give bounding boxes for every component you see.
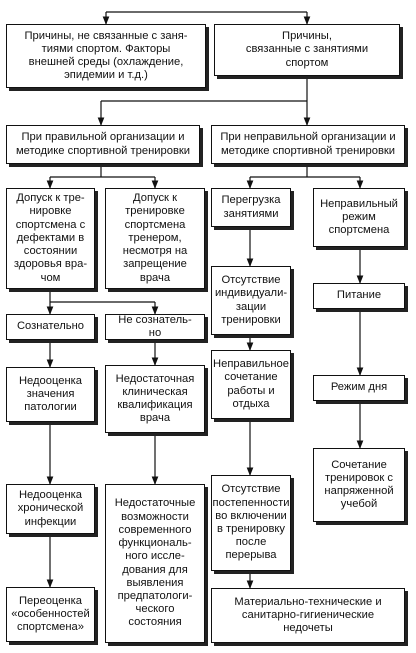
node-label: Сочетание тренировок с напряженной учебо…: [324, 458, 394, 511]
node-label: Отсутствие индивидуали- зации тренировки: [214, 274, 288, 326]
node-label: Причины, связанные с занятиями спортом: [245, 30, 369, 69]
node-underestimate-infection: Недооценка хронической инфекции: [6, 484, 95, 534]
node-org-correct: При правильной организации и методике сп…: [6, 125, 200, 164]
node-root-right: Причины, связанные с занятиями спортом: [214, 24, 400, 76]
node-consciously: Сознательно: [6, 314, 95, 340]
node-insufficient-possibilities: Недостаточные возможности современного ф…: [105, 484, 205, 643]
node-label: Допуск к тре- нировке спортсмена с дефек…: [13, 192, 88, 284]
node-label: Неправильное сочетание работы и отдыха: [213, 358, 289, 410]
node-admit-trainer: Допуск к тренировке спортсмена тренером,…: [105, 188, 205, 289]
node-combination-study: Сочетание тренировок с напряженной учебо…: [313, 448, 405, 522]
node-org-incorrect: При неправильной организации и методике …: [211, 125, 405, 164]
node-label: При неправильной организации и методике …: [220, 131, 396, 157]
node-label: Недооценка значения патологии: [18, 374, 83, 414]
node-label: Переоценка «особенностей спортсмена»: [11, 594, 90, 634]
node-unconsciously: Не сознатель- но: [105, 314, 205, 340]
node-label: Режим дня: [330, 381, 388, 394]
node-label: Причины, не связанные с заня- тиями спор…: [24, 29, 188, 82]
node-nutrition: Питание: [313, 283, 405, 309]
node-overload: Перегрузка занятиями: [211, 188, 291, 227]
node-day-regime: Режим дня: [313, 375, 405, 401]
node-label: Сознательно: [16, 320, 85, 333]
node-label: Недостаточная клиническая квалификация в…: [115, 372, 195, 425]
node-label: Питание: [336, 289, 382, 302]
node-label: Неправильный режим спортсмена: [320, 197, 398, 237]
node-label: Допуск к тренировке спортсмена тренером,…: [122, 192, 188, 284]
node-no-individualization: Отсутствие индивидуали- зации тренировки: [211, 266, 291, 335]
node-label: Не сознатель- но: [118, 313, 192, 339]
node-label: Недостаточные возможности современного ф…: [114, 497, 196, 629]
node-material: Материально-технические и санитарно-гиги…: [211, 588, 405, 643]
node-no-gradual: Отсутствие постепенности во включении в …: [211, 475, 291, 571]
node-label: При правильной организации и методике сп…: [15, 131, 191, 157]
node-admit-defects: Допуск к тре- нировке спортсмена с дефек…: [6, 188, 95, 289]
node-wrong-regime: Неправильный режим спортсмена: [313, 188, 405, 247]
node-wrong-combination: Неправильное сочетание работы и отдыха: [211, 350, 291, 419]
node-label: Материально-технические и санитарно-гиги…: [234, 595, 382, 635]
node-label: Перегрузка занятиями: [221, 194, 281, 220]
node-label: Недооценка хронической инфекции: [17, 489, 84, 528]
node-overestimate: Переоценка «особенностей спортсмена»: [6, 587, 95, 642]
node-insufficient-qualification: Недостаточная клиническая квалификация в…: [105, 365, 205, 433]
node-root-left: Причины, не связанные с заня- тиями спор…: [6, 24, 206, 88]
node-label: Отсутствие постепенности во включении в …: [212, 483, 290, 562]
node-underestimate-pathology: Недооценка значения патологии: [6, 367, 95, 422]
